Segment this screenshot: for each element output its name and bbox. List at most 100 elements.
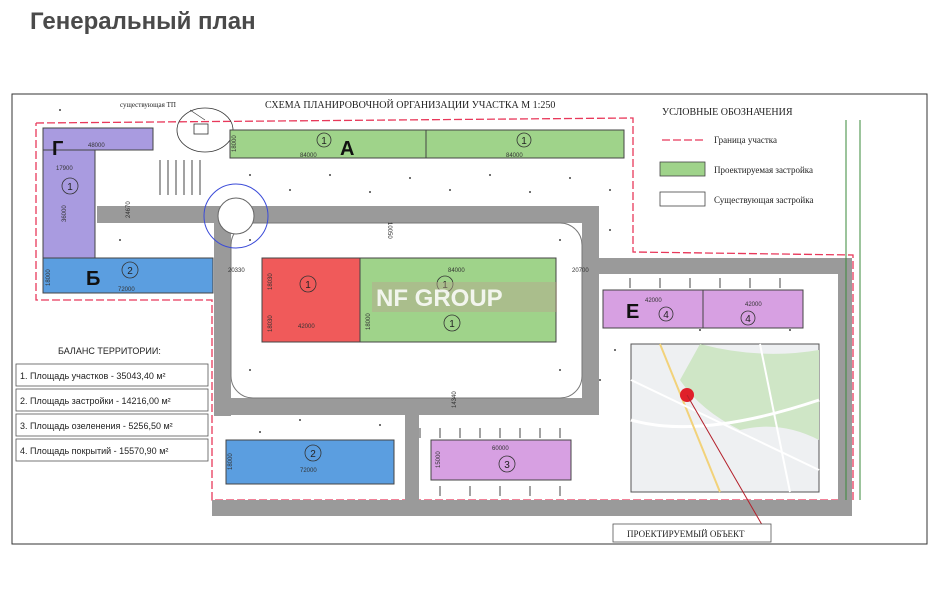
building-g-dim-wing: 17900 bbox=[56, 166, 73, 172]
road-east-vertical bbox=[838, 258, 852, 500]
building-b-dim-depth: 18000 bbox=[46, 269, 52, 286]
object-label: ПРОЕКТИРУЕМЫЙ ОБЪЕКТ bbox=[627, 529, 745, 539]
watermark-band bbox=[372, 282, 557, 312]
building-b-number: 2 bbox=[127, 266, 133, 277]
location-map bbox=[630, 343, 820, 493]
legend-boundary-label: Граница участка bbox=[714, 135, 777, 145]
building-a-dim-depth: 18000 bbox=[232, 135, 238, 152]
building-3 bbox=[430, 439, 572, 481]
roads bbox=[97, 206, 852, 516]
road-east bbox=[582, 206, 599, 415]
building-center-number-top: 1 bbox=[442, 280, 448, 291]
building-e-right-circle bbox=[740, 310, 756, 326]
legend-projected-label: Проектируемая застройка bbox=[714, 165, 813, 175]
building-e-letter: Е bbox=[626, 301, 639, 323]
building-2-south-circle bbox=[304, 444, 322, 462]
plan-title: СХЕМА ПЛАНИРОВОЧНОЙ ОРГАНИЗАЦИИ УЧАСТКА … bbox=[265, 99, 555, 111]
road-dim-g: 24670 bbox=[126, 201, 132, 218]
road-south bbox=[214, 398, 599, 415]
building-2-south-dim-width: 72000 bbox=[300, 468, 317, 474]
building-red-dim-1: 18030 bbox=[268, 273, 274, 290]
page-title: Генеральный план bbox=[30, 8, 256, 35]
balance-row-1 bbox=[15, 363, 209, 387]
building-red bbox=[261, 257, 361, 343]
balance-row-3 bbox=[15, 413, 209, 437]
road-north bbox=[97, 206, 582, 223]
building-g-number: 1 bbox=[67, 182, 73, 193]
building-red-circle bbox=[299, 275, 317, 293]
building-b bbox=[42, 257, 214, 294]
watermark: NF GROUP bbox=[376, 285, 503, 312]
building-center-circle-bottom bbox=[443, 314, 461, 332]
road-west bbox=[214, 206, 231, 416]
tp-building bbox=[193, 123, 209, 135]
balance-row-2-text: 2. Площадь застройки - 14216,00 м² bbox=[20, 396, 171, 406]
building-b-dim-width: 72000 bbox=[118, 287, 135, 293]
building-a-dim-left: 84000 bbox=[300, 153, 317, 159]
building-center-circle-top bbox=[436, 275, 454, 293]
building-e-dim-left: 42000 bbox=[645, 298, 662, 304]
balance-row-4 bbox=[15, 438, 209, 462]
road-south-link bbox=[405, 410, 419, 502]
legend-projected-swatch bbox=[659, 161, 706, 177]
building-3-dim-width: 60000 bbox=[492, 446, 509, 452]
building-e-left-circle bbox=[658, 306, 674, 322]
legend-existing-label: Существующая застройка bbox=[714, 195, 813, 205]
building-a-dim-right: 84000 bbox=[506, 153, 523, 159]
balance-row-2 bbox=[15, 388, 209, 412]
building-center-dim-depth: 18000 bbox=[366, 313, 372, 330]
building-e-dim-right: 42000 bbox=[745, 302, 762, 308]
balance-row-3-text: 3. Площадь озеленения - 5256,50 м² bbox=[20, 421, 173, 431]
building-red-dim-2: 18030 bbox=[268, 315, 274, 332]
legend-title: УСЛОВНЫЕ ОБОЗНАЧЕНИЯ bbox=[662, 107, 793, 118]
building-2-south-number: 2 bbox=[310, 449, 316, 460]
building-a-left-circle bbox=[316, 132, 332, 148]
roundabout-island bbox=[217, 197, 255, 235]
building-center-number-bottom: 1 bbox=[449, 319, 455, 330]
building-3-circle bbox=[498, 455, 516, 473]
building-e-left bbox=[602, 289, 704, 329]
road-dim-west: 20330 bbox=[228, 268, 245, 274]
building-a-left-number: 1 bbox=[321, 136, 327, 147]
tree-line-east bbox=[845, 120, 861, 500]
building-2-south-dim-depth: 18000 bbox=[228, 453, 234, 470]
balance-title: БАЛАНС ТЕРРИТОРИИ: bbox=[58, 346, 161, 356]
balance-row-4-text: 4. Площадь покрытий - 15570,90 м² bbox=[20, 446, 168, 456]
building-3-dim-depth: 15000 bbox=[436, 451, 442, 468]
roundabout-outer bbox=[203, 183, 269, 249]
building-g-letter: Г bbox=[52, 138, 63, 160]
building-a-letter: А bbox=[340, 138, 354, 160]
road-dim-north-link: 10050 bbox=[386, 222, 392, 239]
building-3-number: 3 bbox=[504, 460, 510, 471]
building-e-right-number: 4 bbox=[745, 314, 751, 325]
building-g-dim-depth: 36000 bbox=[62, 205, 68, 222]
building-2-south bbox=[225, 439, 395, 485]
building-g-wing bbox=[42, 149, 96, 259]
object-label-box bbox=[612, 523, 772, 543]
landscaping-dots bbox=[59, 109, 791, 433]
road-east-spur bbox=[596, 258, 848, 274]
building-a-right bbox=[425, 129, 625, 159]
building-g-dim-width: 48000 bbox=[88, 143, 105, 149]
balance-row-1-text: 1. Площадь участков - 35043,40 м² bbox=[20, 371, 166, 381]
building-e-left-number: 4 bbox=[663, 310, 669, 321]
building-a-right-number: 1 bbox=[521, 136, 527, 147]
building-g-top bbox=[42, 127, 154, 151]
road-dim-south-link: 14340 bbox=[452, 391, 458, 408]
building-a-right-circle bbox=[516, 132, 532, 148]
building-b-letter: Б bbox=[86, 268, 100, 290]
site-boundary bbox=[35, 117, 854, 501]
building-red-number: 1 bbox=[305, 280, 311, 291]
location-leader-line bbox=[686, 394, 766, 531]
building-g-circle bbox=[61, 177, 79, 195]
road-dim-east: 20700 bbox=[572, 268, 589, 274]
building-red-dim-width: 42000 bbox=[298, 324, 315, 330]
building-b-circle bbox=[121, 261, 139, 279]
building-center-dim-width: 84000 bbox=[448, 268, 465, 274]
parking-stalls bbox=[159, 160, 781, 496]
legend-existing-swatch bbox=[659, 191, 706, 207]
road-bottom bbox=[212, 500, 852, 516]
building-e-right bbox=[702, 289, 804, 329]
tp-label: существующая ТП bbox=[120, 101, 176, 109]
